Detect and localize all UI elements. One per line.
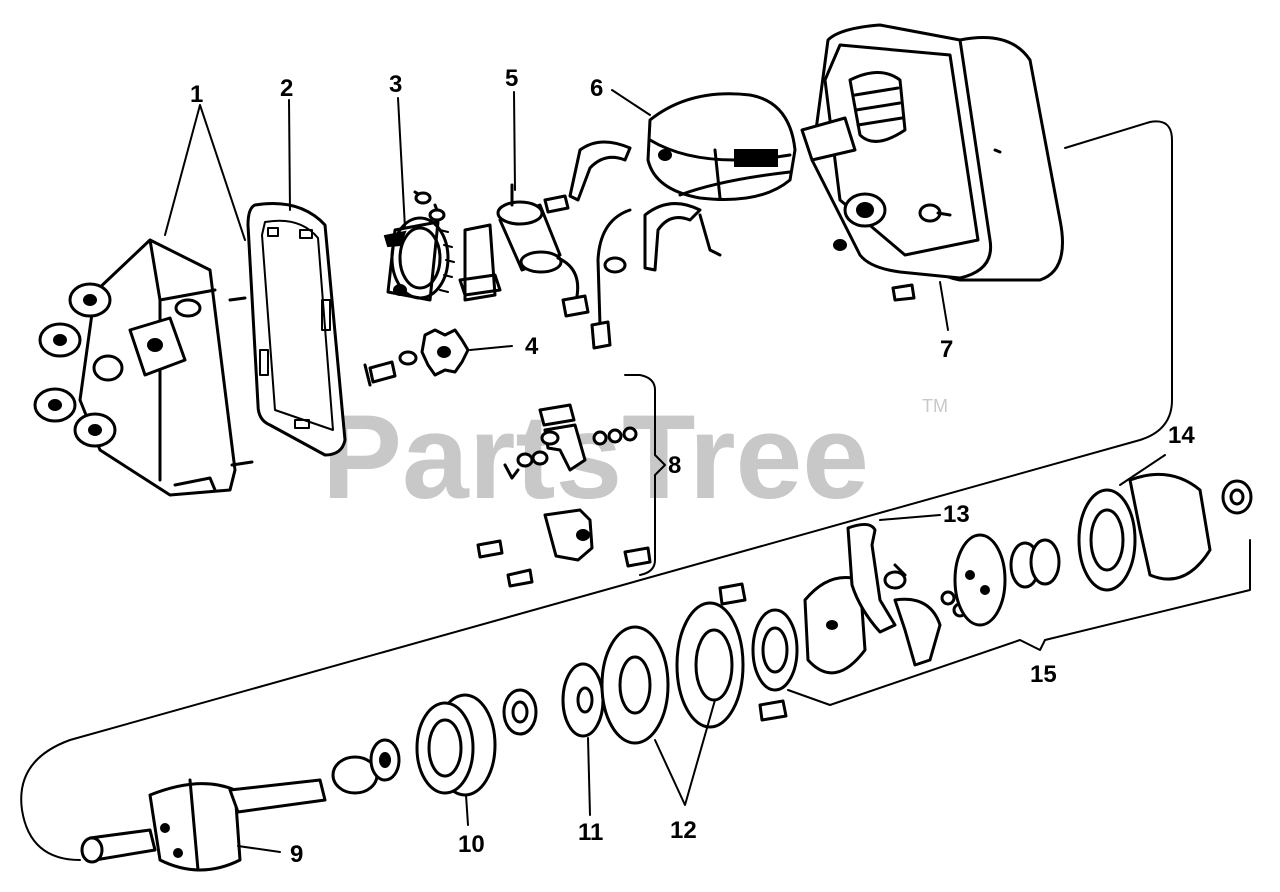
leader-2 [288, 99, 291, 211]
part-8-breaker-points [476, 374, 666, 588]
part-11-washer [561, 662, 605, 816]
callout-15: 15 [1030, 661, 1057, 688]
part-13-advance-weights [803, 514, 968, 675]
watermark-text: PartsTree [322, 390, 869, 524]
callout-7: 7 [940, 336, 953, 363]
callout-8: 8 [668, 452, 681, 479]
callout-11: 11 [578, 819, 603, 846]
part-3-breaker-gear [383, 190, 455, 302]
leader-7 [939, 281, 949, 331]
callout-10: 10 [458, 831, 485, 858]
callout-1: 1 [190, 81, 203, 108]
callout-2: 2 [280, 75, 293, 102]
wire-terminal [590, 320, 612, 350]
callout-5: 5 [505, 65, 518, 92]
part-5-condenser [458, 183, 590, 318]
part-1-distributor-cap [33, 238, 254, 497]
part-14-cam-plates [953, 454, 1253, 627]
part-7-housing [800, 23, 1064, 302]
callout-13: 13 [943, 501, 970, 528]
callout-9: 9 [290, 841, 303, 868]
watermark-trademark: TM [922, 396, 948, 416]
leader-1 [164, 104, 246, 241]
part-6-ignition-coil [568, 92, 797, 274]
part-12-plates [600, 582, 799, 806]
callout-14: 14 [1168, 422, 1195, 449]
callout-4: 4 [525, 333, 539, 360]
part-4-gear-screw [363, 328, 513, 387]
part-15-bracket [787, 539, 1251, 706]
part-10-bushing [331, 688, 538, 826]
assembly-guide-line [20, 120, 1173, 861]
leader-3 [397, 97, 406, 229]
callout-12: 12 [670, 817, 697, 844]
leader-5 [513, 91, 516, 191]
ignition-wire [596, 208, 632, 327]
part-2-gasket [246, 202, 347, 457]
leader-6 [611, 89, 651, 116]
part-9-shaft [80, 778, 327, 872]
callout-3: 3 [389, 71, 402, 98]
callout-6: 6 [590, 75, 603, 102]
